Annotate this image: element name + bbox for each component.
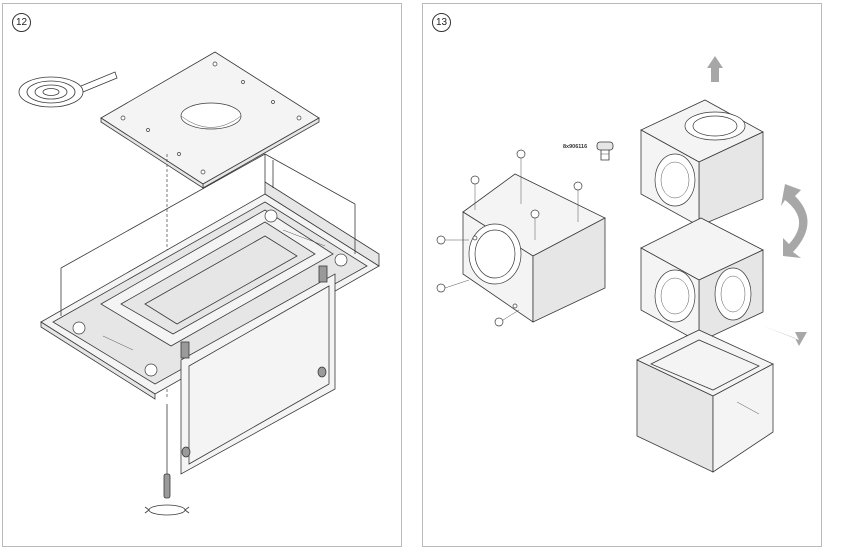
fan-box <box>462 173 606 323</box>
box-housing <box>636 329 774 473</box>
fan-unit-upper <box>640 99 764 227</box>
step-12-illustration <box>18 51 380 516</box>
fan-unit-lower <box>640 217 764 343</box>
step-13-illustration <box>436 56 808 473</box>
mounting-plate <box>100 51 320 189</box>
screw-part-number: 8x906116 <box>563 144 588 150</box>
step-number-badge: 12 <box>12 13 31 32</box>
sealing-tape-icon <box>18 71 118 108</box>
hood-door <box>180 265 336 475</box>
screw-icon <box>596 141 614 161</box>
step-13-panel: 13 8x906116 <box>422 3 822 547</box>
hood-frame <box>40 153 380 400</box>
screwdriver-icon <box>144 404 190 516</box>
arrow-up-icon <box>707 56 723 82</box>
rotate-arrow-icon <box>781 184 808 258</box>
arrow-out-icon <box>763 326 807 346</box>
step-12-panel: 12 <box>2 3 402 547</box>
step-number-badge: 13 <box>432 13 451 32</box>
box-screws <box>436 149 583 327</box>
